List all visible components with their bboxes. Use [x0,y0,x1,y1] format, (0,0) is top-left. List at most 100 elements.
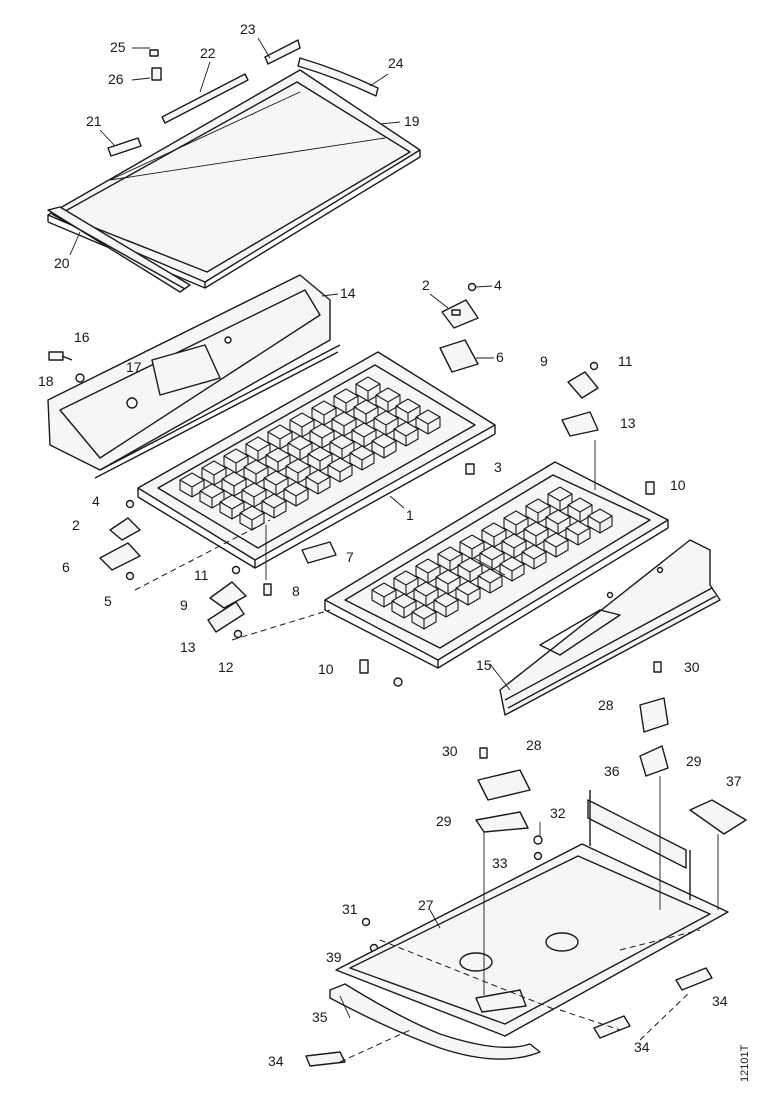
keycap [433,592,459,618]
clip-6-lower [99,542,141,571]
front-edge-strip-35 [329,983,541,1060]
callout-20: 20 [54,255,70,271]
callout-4-lower: 4 [92,493,100,509]
callout-22: 22 [200,45,216,61]
callout-15: 15 [476,657,492,673]
callout-leaders [69,37,541,1019]
screw-10-lower [359,659,369,674]
callout-11-lower: 11 [194,567,209,583]
keycap [199,483,225,509]
screw-10-upper [645,481,655,495]
callout-34-left: 34 [268,1053,284,1069]
callout-8: 8 [292,583,300,599]
keycap [329,434,355,460]
keycap [457,557,483,583]
callout-1: 1 [406,507,414,523]
keycap [455,580,481,606]
keycap [309,423,335,449]
bracket-9-lower [209,581,247,609]
clip-7 [301,541,337,564]
keycap [499,556,525,582]
keycap [567,497,593,523]
nut-4-upper [467,282,477,292]
callout-labels: 25 26 22 23 24 21 19 20 14 2 4 6 16 17 1… [38,21,742,1069]
callout-13-lower: 13 [180,639,196,655]
nut-5 [125,571,135,581]
screw-30-left [479,747,488,759]
callout-33: 33 [492,855,508,871]
cover-rear-trim [107,39,379,157]
nut-33 [533,851,543,861]
keycap [333,388,359,414]
pad-37 [689,799,747,835]
keycap [311,400,337,426]
nut-4-lower [125,499,135,509]
keycap [241,482,267,508]
keycap [267,424,293,450]
callout-24: 24 [388,55,404,71]
callout-30-left: 30 [442,743,458,759]
callout-28-right: 28 [598,697,614,713]
callout-34-right: 34 [712,993,728,1009]
clip-6-upper [439,339,479,373]
callout-2-lower: 2 [72,517,80,533]
foot-pad-34-left [305,1051,346,1067]
callout-30-right: 30 [684,659,700,675]
callout-18: 18 [38,373,54,389]
bracket-2-upper [441,299,479,329]
callout-11-upper: 11 [618,353,633,369]
keycap [393,421,419,447]
callout-9-lower: 9 [180,597,188,613]
callout-29-right: 29 [686,753,702,769]
clip-13-lower [207,601,245,633]
keycap [351,422,377,448]
foot-pad-34-right [675,967,713,991]
keycap [565,520,591,546]
callout-3: 3 [494,459,502,475]
clip-13-upper [561,411,599,437]
keycap [265,447,291,473]
top-cover-plate [47,69,421,289]
bracket-9-upper [567,371,599,399]
keycap [261,493,287,519]
keycap [289,412,315,438]
callout-29-left: 29 [436,813,452,829]
callout-9-upper: 9 [540,353,548,369]
keycap [411,604,437,630]
clip-29-left [475,811,529,833]
keycap [179,472,205,498]
strip-36 [587,799,687,869]
callout-10-lower: 10 [318,661,334,677]
keycap [415,409,441,435]
keycap [371,582,397,608]
callout-27: 27 [418,897,434,913]
keycap [501,533,527,559]
callout-14: 14 [340,285,356,301]
bracket-28-left [477,769,531,801]
callout-2-upper: 2 [422,277,430,293]
keycap-grid-left [179,376,441,531]
left-side-rail [47,274,341,479]
callout-31: 31 [342,901,358,917]
keycap [353,399,379,425]
callout-5: 5 [104,593,112,609]
base-plate [335,790,729,1037]
drawing-code: 12101T [739,1044,751,1082]
keycap [477,568,503,594]
keycap [587,508,613,534]
bracket-2-lower [109,517,141,541]
keycap [521,544,547,570]
keycap [283,481,309,507]
screw-16 [48,351,73,361]
callout-32: 32 [550,805,566,821]
callout-39: 39 [326,949,342,965]
nut-31 [361,917,371,927]
right-side-rail [499,539,721,716]
keycap [525,498,551,524]
keycap [543,532,569,558]
callout-4-upper: 4 [494,277,502,293]
keycap-grid-right [371,486,613,630]
callout-7: 7 [346,549,354,565]
callout-35: 35 [312,1009,328,1025]
callout-6-upper: 6 [496,349,504,365]
